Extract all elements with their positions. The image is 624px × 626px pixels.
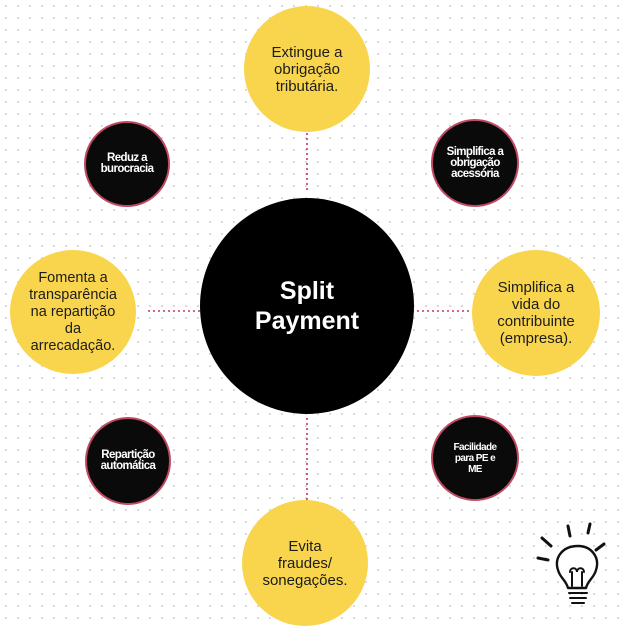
node-right-label: Simplifica a vida do contribuinte (empre… — [497, 279, 575, 347]
node-bottom-right-label: Facilidade para PE e ME — [453, 441, 498, 475]
node-top-label: Extingue a obrigação tributária. — [271, 43, 343, 95]
node-left-label: Fomenta a transparência na repartição da… — [29, 269, 117, 354]
node-right: Simplifica a vida do contribuinte (empre… — [472, 250, 600, 376]
node-top-right-label: Simplifica a obrigação acessória — [446, 145, 504, 180]
node-top-left-label: Reduz a burocracia — [100, 152, 154, 175]
node-top-left: Reduz a burocracia — [84, 121, 170, 207]
node-top-right: Simplifica a obrigação acessória — [431, 119, 519, 207]
node-bottom-left-label: Repartição automática — [100, 449, 156, 472]
lightbulb-icon — [536, 522, 606, 604]
center-label: Split Payment — [254, 277, 360, 335]
node-bottom: Evita fraudes/ sonegações. — [242, 500, 368, 626]
center-node: Split Payment — [200, 198, 414, 414]
node-bottom-label: Evita fraudes/ sonegações. — [262, 537, 348, 589]
node-bottom-right: Facilidade para PE e ME — [431, 415, 519, 501]
node-bottom-left: Repartição automática — [85, 417, 171, 505]
node-left: Fomenta a transparência na repartição da… — [10, 250, 136, 374]
node-top: Extingue a obrigação tributária. — [244, 6, 370, 132]
